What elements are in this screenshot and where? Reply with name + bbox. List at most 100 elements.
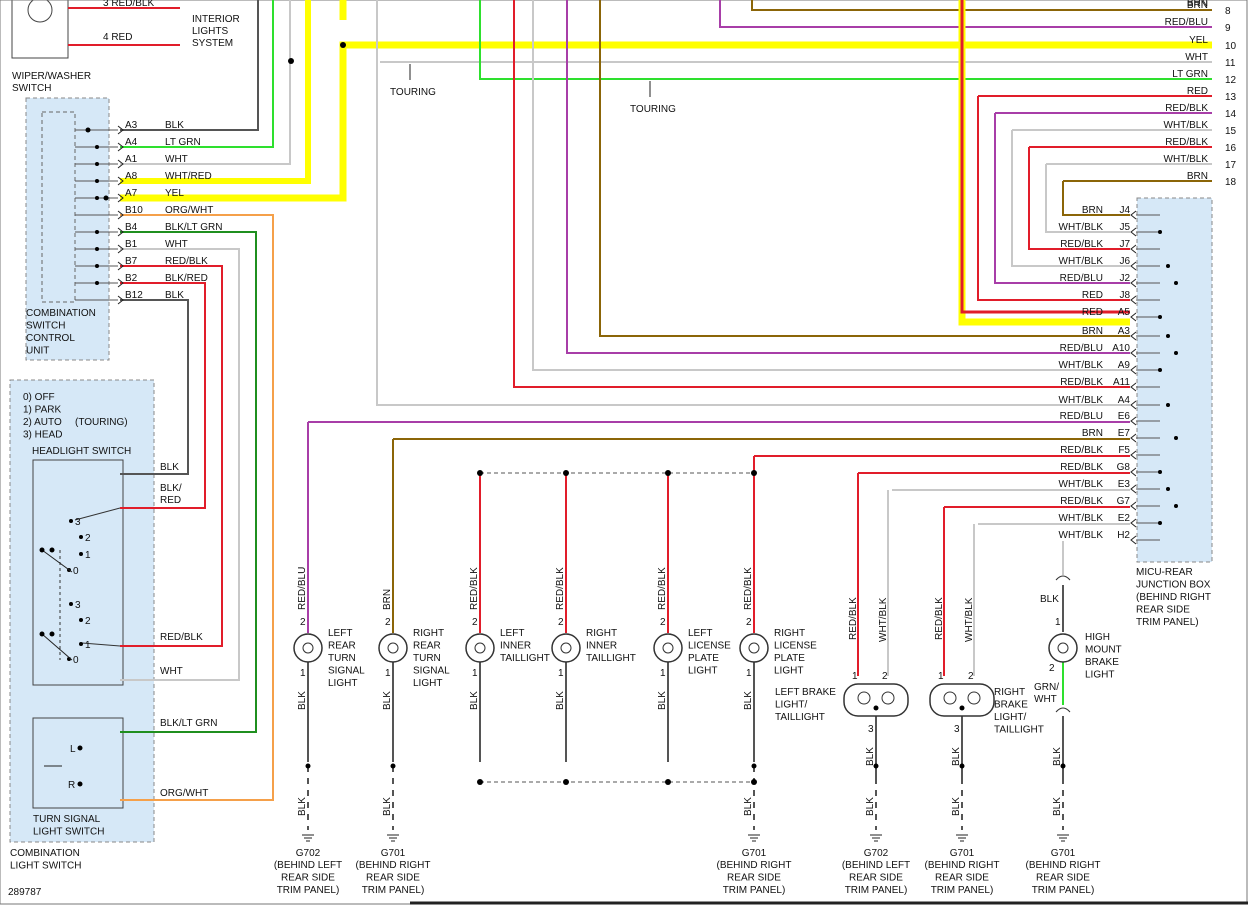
- jbox-pin-id: G8: [1117, 462, 1131, 473]
- splice-dot: [1174, 436, 1178, 440]
- splice-dot: [563, 470, 569, 476]
- splice-dot: [340, 42, 346, 48]
- ground-icon: [956, 834, 968, 842]
- splice-dot: [1166, 334, 1170, 338]
- light-wire-label: RED/BLU: [297, 567, 308, 610]
- interior-lights-label: INTERIOR: [192, 14, 240, 25]
- splice-dot: [477, 470, 483, 476]
- wire-label: ORG/WHT: [160, 788, 208, 799]
- light-name: LEFT: [500, 628, 524, 639]
- hmbl-name: MOUNT: [1085, 645, 1122, 656]
- csc-pin-id: B2: [125, 273, 138, 284]
- jbox-wire-label: RED/BLU: [1060, 343, 1103, 354]
- splice-dot: [95, 162, 99, 166]
- ground-icon: [870, 834, 882, 842]
- headlight-mode-label: 2) AUTO: [23, 417, 62, 428]
- csc-wire-label: BLK: [165, 120, 184, 131]
- wire-blkltgrn-b4: [120, 231, 257, 733]
- pin-number: 1: [300, 668, 306, 679]
- bulb-filament-icon: [387, 642, 399, 654]
- splice-dot: [95, 196, 99, 200]
- ground-icon: [1057, 834, 1069, 842]
- jbox-pin-id: A5: [1118, 307, 1131, 318]
- top-wire-label: BRN: [1187, 0, 1208, 9]
- wire-whtblk-a4: [376, 0, 1130, 406]
- csc-wire-label: ORG/WHT: [165, 205, 213, 216]
- csc-unit-label: SWITCH: [26, 321, 65, 332]
- pin-number: 1: [852, 671, 858, 682]
- brake-wire-label: RED/BLK: [848, 597, 859, 640]
- ground-id: G701: [950, 848, 975, 859]
- bulb-filament-icon: [560, 642, 572, 654]
- bulb-filament-icon: [967, 691, 981, 705]
- ground-location: (BEHIND LEFT: [842, 860, 910, 871]
- light-wire-label: RED/BLK: [469, 567, 480, 610]
- wire-whtblk-j6: [1011, 130, 1130, 267]
- bulb-filament-icon: [857, 691, 871, 705]
- wire-label: BLK/LT GRN: [160, 718, 217, 729]
- headlight-mode-label: 3) HEAD: [23, 430, 62, 441]
- jbox-pin-id: J4: [1119, 205, 1130, 216]
- csc-pin-terminal: [117, 176, 124, 186]
- csc-wire-label: WHT: [165, 154, 188, 165]
- csc-unit-label: UNIT: [26, 346, 49, 357]
- jbox-pin-terminal: [1130, 484, 1137, 494]
- jbox-pin-terminal: [1130, 518, 1137, 528]
- splice-dot: [77, 781, 83, 787]
- ground-location: TRIM PANEL): [845, 885, 908, 896]
- light-name: LIGHT: [774, 666, 803, 677]
- bulb-icon: [378, 633, 408, 663]
- csc-unit-label: CONTROL: [26, 333, 75, 344]
- connector-icon: [1055, 575, 1071, 581]
- jbox-wire-label: RED/BLK: [1060, 377, 1103, 388]
- csc-pin-terminal: [117, 159, 124, 169]
- splice-dot: [665, 779, 671, 785]
- ground-id: G702: [296, 848, 321, 859]
- wire-label: WHT: [160, 666, 183, 677]
- right-wire-label: LT GRN: [1172, 69, 1208, 80]
- switch-position: 2: [85, 616, 91, 627]
- wire-redblu-a10: [566, 0, 1130, 354]
- combination-switch-control-unit-panel: [25, 97, 110, 361]
- splice-dot: [1166, 403, 1170, 407]
- blk-label: BLK: [469, 691, 480, 710]
- jbox-pin-terminal: [1130, 501, 1137, 511]
- switch-position: L: [70, 744, 76, 755]
- jbox-pin-terminal: [1130, 348, 1137, 358]
- right-wire-label: BRN: [1187, 0, 1208, 11]
- jbox-wire-label: RED/BLK: [1060, 239, 1103, 250]
- jbox-pin-terminal: [1130, 278, 1137, 288]
- csc-wire-label: YEL: [165, 188, 184, 199]
- pin-number: 1: [660, 668, 666, 679]
- jbox-pin-id: G7: [1117, 496, 1131, 507]
- brake-light-name: RIGHT: [994, 687, 1025, 698]
- jbox-wire-label: RED: [1082, 290, 1103, 301]
- splice-dot: [1158, 368, 1162, 372]
- light-name: INNER: [500, 641, 531, 652]
- splice-dot: [1166, 487, 1170, 491]
- wire-whtblk-j5: [1045, 164, 1130, 233]
- wire-yel-a7: [120, 41, 1212, 202]
- brake-light-icon: [929, 683, 995, 717]
- combination-switch-label: COMBINATION: [10, 848, 80, 859]
- wire-orgwht-b10: [120, 214, 274, 801]
- switch-contact: [69, 519, 73, 523]
- jbox-title: JUNCTION BOX: [1136, 580, 1211, 591]
- ground-icon: [387, 834, 399, 842]
- bulb-icon: [551, 633, 581, 663]
- wire-label: BLK: [160, 462, 179, 473]
- jbox-pin-id: A4: [1118, 395, 1131, 406]
- wire-wht-a1: [120, 0, 291, 165]
- blk-label: BLK: [297, 691, 308, 710]
- switch-contact: [79, 552, 83, 556]
- switch-position: 1: [85, 550, 91, 561]
- pin-number: 2: [660, 617, 666, 628]
- brake-wire-label: WHT/BLK: [964, 597, 975, 642]
- switch-wire: [74, 507, 121, 521]
- turn-signal-switch-box: [32, 717, 124, 809]
- light-name: SIGNAL: [328, 666, 365, 677]
- wire-brn-j4: [1062, 181, 1130, 216]
- csc-wire-label: BLK: [165, 290, 184, 301]
- hmbl-name: BRAKE: [1085, 657, 1119, 668]
- csc-pin-terminal: [117, 193, 124, 203]
